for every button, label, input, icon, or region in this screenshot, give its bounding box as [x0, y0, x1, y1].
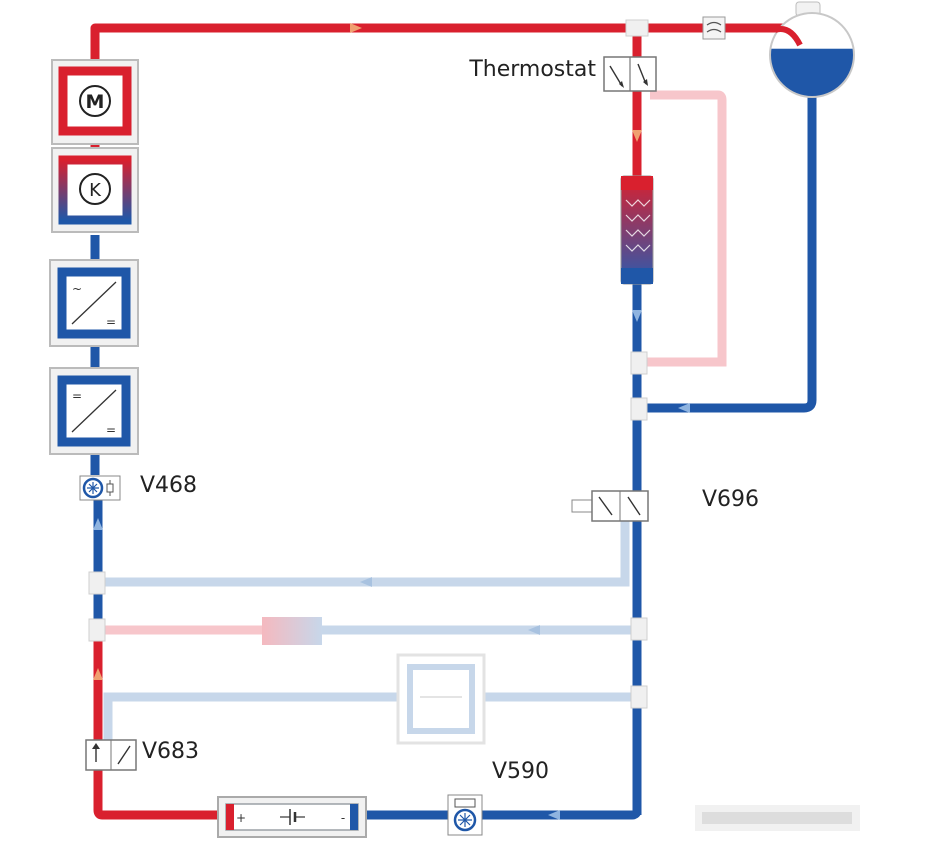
label-v590: V590	[492, 759, 549, 784]
inverter-dc-symbol: =	[106, 315, 116, 329]
dc-converter-icon: = =	[49, 367, 139, 455]
flow-arrow-faded-upper	[360, 577, 372, 587]
flow-arrow-faded-middle	[528, 625, 540, 635]
tee-fitting	[630, 617, 648, 641]
flow-arrow-tank-return	[678, 403, 690, 413]
flow-arrow-left-blue-up	[93, 518, 103, 530]
motor-symbol: M	[86, 91, 105, 113]
tee-fitting	[630, 685, 648, 709]
valve-v683-icon	[85, 739, 137, 771]
filter-icon	[702, 16, 726, 40]
component-faded-inner	[407, 664, 475, 734]
inverter-ac-symbol: ~	[72, 282, 82, 296]
converter-dc-in-symbol: =	[72, 389, 82, 403]
flow-arrow-top	[350, 23, 362, 33]
branch-pipe-faded-blue-lower	[103, 692, 640, 745]
pump-v468-icon	[79, 475, 121, 501]
inverter-icon: ~ =	[49, 259, 139, 347]
bypass-pipe-faded-red	[645, 90, 727, 367]
tee-fitting	[88, 618, 106, 642]
pipe-top-red	[90, 23, 800, 60]
flow-arrow-blue-down	[632, 310, 642, 322]
thermostat-valve-icon	[603, 56, 657, 92]
battery-icon: + -	[217, 796, 367, 838]
flow-arrow-red-down	[632, 130, 642, 142]
pipe-bottom-red	[93, 770, 220, 820]
pipe-tank-return	[645, 85, 817, 413]
tee-fitting	[630, 351, 648, 375]
label-v683: V683	[142, 739, 199, 764]
tee-fittings	[88, 19, 649, 709]
motor-icon: M	[51, 59, 139, 145]
flow-arrow-left-red-up	[93, 668, 103, 680]
label-v696: V696	[702, 487, 759, 512]
valve-v696-icon	[571, 490, 649, 522]
heat-exchanger-icon	[620, 175, 654, 285]
tee-fitting	[630, 397, 648, 421]
watermark-blur	[695, 805, 860, 831]
compressor-symbol: K	[89, 180, 102, 201]
flow-arrow-bottom	[548, 810, 560, 820]
battery-minus-symbol: -	[341, 811, 345, 825]
branch-pipe-faded-blue-upper	[98, 505, 630, 587]
battery-plus-symbol: +	[236, 811, 246, 825]
inactive-branches	[98, 90, 727, 745]
pipe-bottom-blue	[360, 809, 642, 820]
tee-fitting	[625, 19, 649, 37]
converter-dc-out-symbol: =	[106, 423, 116, 437]
cooler-block-faded	[262, 617, 322, 645]
expansion-tank-icon	[769, 1, 855, 98]
active-pipes	[90, 23, 817, 820]
compressor-icon: K	[51, 147, 139, 233]
tee-fitting	[88, 571, 106, 595]
label-v468: V468	[140, 473, 197, 498]
pump-v590-icon	[447, 794, 483, 836]
label-thermostat: Thermostat	[468, 57, 596, 82]
